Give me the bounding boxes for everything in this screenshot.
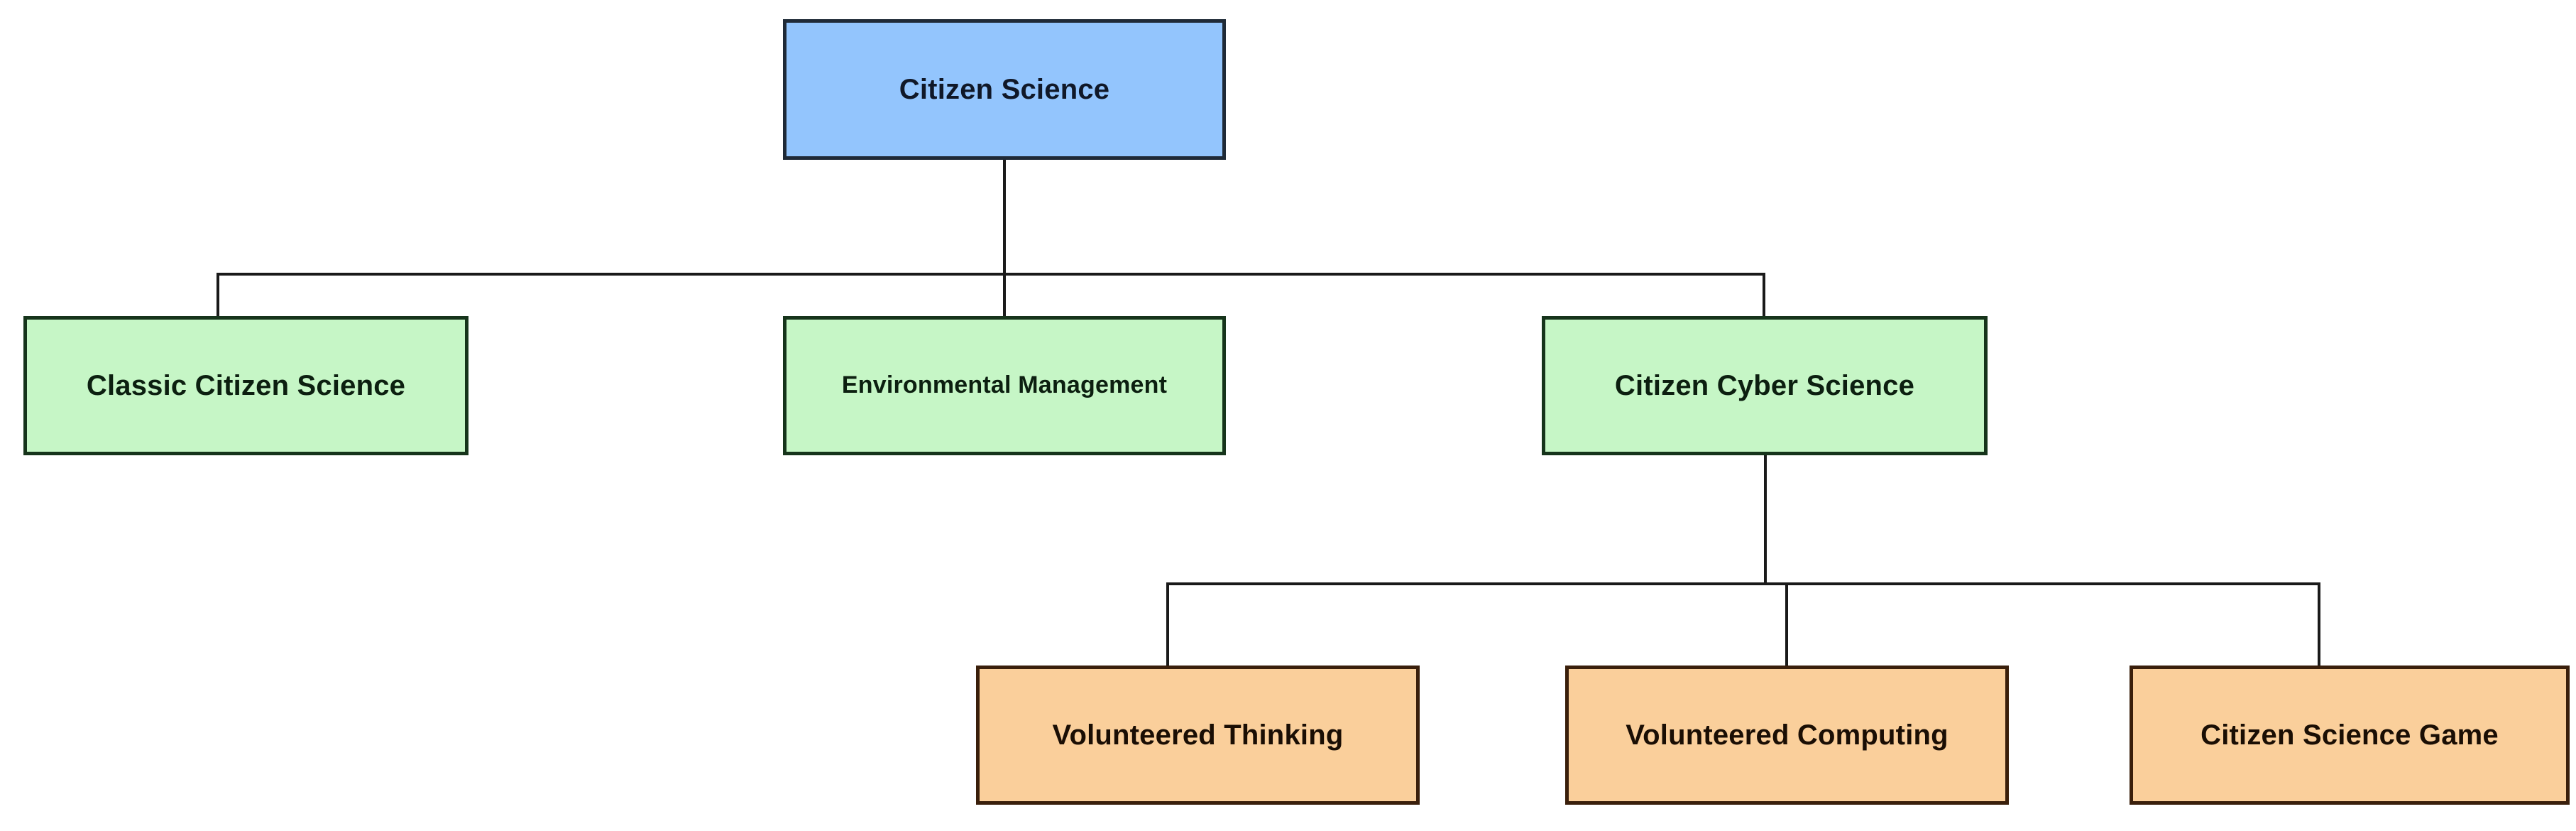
node-volunteered-computing[interactable]: Volunteered Computing [1565, 666, 2009, 805]
edge-tier3-bus [1166, 582, 2318, 585]
edge-citizen-cyber-science-stem [1764, 455, 1767, 584]
edge-to-volunteered-computing [1785, 582, 1788, 666]
node-citizen-cyber-science-label: Citizen Cyber Science [1614, 370, 1915, 401]
node-volunteered-thinking-label: Volunteered Thinking [1052, 719, 1344, 751]
edge-to-volunteered-thinking [1166, 582, 1169, 666]
node-volunteered-thinking[interactable]: Volunteered Thinking [976, 666, 1420, 805]
node-citizen-cyber-science[interactable]: Citizen Cyber Science [1542, 316, 1988, 455]
edge-to-citizen-science-game [2318, 582, 2320, 666]
node-citizen-science-label: Citizen Science [899, 74, 1110, 105]
node-citizen-science-game-label: Citizen Science Game [2200, 719, 2499, 751]
edge-to-classic-citizen-science [217, 273, 219, 316]
edge-root-stem [1003, 160, 1006, 274]
node-environmental-management-label: Environmental Management [841, 371, 1168, 399]
node-classic-citizen-science[interactable]: Classic Citizen Science [23, 316, 468, 455]
node-citizen-science[interactable]: Citizen Science [783, 19, 1226, 160]
edge-tier2-bus [217, 273, 1764, 276]
node-volunteered-computing-label: Volunteered Computing [1626, 719, 1949, 751]
node-citizen-science-game[interactable]: Citizen Science Game [2130, 666, 2570, 805]
edge-to-environmental-management [1003, 273, 1006, 316]
edge-to-citizen-cyber-science [1763, 273, 1765, 316]
node-environmental-management[interactable]: Environmental Management [783, 316, 1226, 455]
node-classic-citizen-science-label: Classic Citizen Science [86, 370, 406, 401]
